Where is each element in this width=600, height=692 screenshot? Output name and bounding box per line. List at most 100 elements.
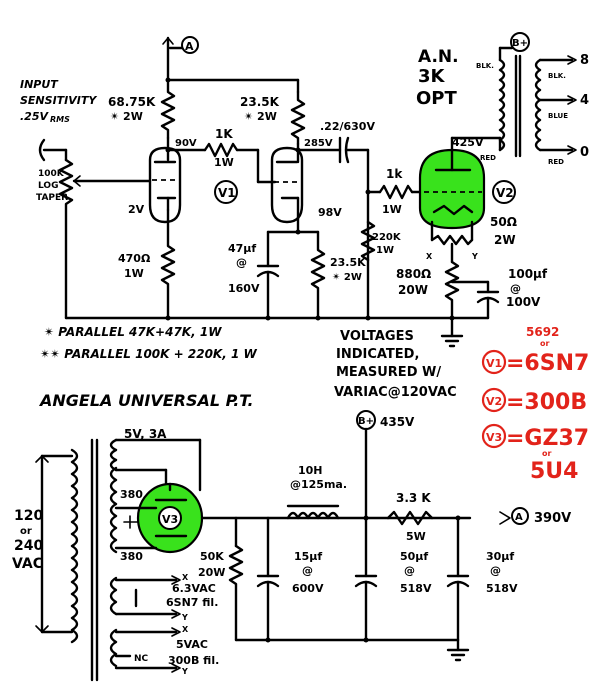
voltages-note-4: VARIAC@120VAC: [334, 385, 457, 400]
opt-tap-0: 0: [580, 145, 589, 160]
filament-windings: 6.3VAC 6SN7 fil. X Y 5VAC 300B fil. NC X…: [114, 573, 219, 676]
opt-tap-8: 8: [580, 53, 589, 68]
rectifier-heater-winding: 5V, 3A 380 380: [114, 427, 202, 563]
voltages-note-1: VOLTAGES: [340, 329, 414, 344]
tube-key-v1-tag: V1: [486, 357, 502, 370]
rectifier-winding-label: 5V, 3A: [124, 427, 167, 441]
opt-title-3: OPT: [416, 88, 457, 109]
node-a-label: A: [185, 40, 194, 53]
input-jack: INPUT SENSITIVITY .25V RMS 100K LOG TAPE…: [20, 78, 152, 320]
mains-input: 120 or 240 VAC: [12, 454, 74, 634]
plate-resistor-2: 23.5K ✴ 2W: [240, 90, 306, 146]
fil-y-2: Y: [181, 667, 188, 676]
tube-key-v1-or: or: [540, 339, 549, 348]
cap2-voltage: 518V: [400, 582, 432, 595]
dropping-resistor-power: 5W: [406, 530, 426, 543]
cap2-value: 50μf: [400, 550, 428, 563]
opt-bplus-label: B+: [512, 38, 528, 49]
v2-cathode-resistor-value: 880Ω: [396, 267, 431, 281]
cathode-resistor-1-value: 470Ω: [118, 252, 151, 265]
v2-cathode-cap-value: 100μf: [508, 267, 548, 281]
fil-63-label: 6.3VAC: [172, 582, 216, 595]
coupling-capacitor: 285V .22/630V: [295, 120, 375, 320]
v2-plate-wire: 425V: [450, 136, 502, 152]
bleeder-value: 50K: [200, 550, 224, 563]
cathode-resistor-2-note: ✴ 2W: [332, 272, 362, 283]
plate-resistor-1: 68.75K ✴ 2W: [108, 78, 176, 140]
bypass-cap-rating: 160V: [228, 282, 260, 295]
opt-wire-blk: BLK.: [476, 62, 494, 70]
plate-2-voltage: 285V: [304, 138, 333, 149]
opt-title-2: 3K: [418, 66, 446, 87]
tube-key-v1-alt: 5692: [526, 325, 559, 339]
volume-pot-value: 100K: [38, 169, 65, 179]
v2-label: V2: [496, 186, 514, 200]
v1-tube-left: [148, 146, 182, 224]
interstage-resistor-power: 1W: [214, 156, 234, 169]
bplus-node: B+ 435V: [356, 410, 415, 522]
fil-x-1: X: [182, 573, 189, 582]
opt-wire-red: RED: [480, 154, 496, 162]
sensitivity-unit: RMS: [50, 115, 70, 124]
mains-vac: VAC: [12, 556, 43, 572]
tube-key-v3-type: =GZ37: [506, 426, 589, 451]
mains-or: or: [20, 526, 32, 537]
v2-cathode-resistor-power: 20W: [398, 283, 428, 297]
v3-rectifier: V3: [114, 482, 472, 554]
cap3-value: 30μf: [486, 550, 514, 563]
tube-key-v3-or: or: [542, 449, 551, 458]
bypass-cap-value: 47μf: [228, 242, 256, 255]
hum-pot-power: 2W: [494, 233, 516, 247]
v2-cathode-network: X Y 50Ω 2W 880Ω 20W 100μf @ 100V: [396, 215, 548, 320]
output-transformer: B+ 8 4 0 BLK. RED BLK. BLUE RED: [476, 32, 589, 166]
plate-resistor-1-note: ✴ 2W: [110, 110, 143, 123]
v2-cathode-cap-at: @: [510, 282, 521, 295]
opt-title-1: A.N.: [418, 47, 459, 67]
node-a-top: A: [162, 36, 199, 82]
mains-120: 120: [14, 508, 43, 524]
grid-stopper-value: 1k: [386, 167, 403, 181]
volume-pot-taper-2: TAPER: [36, 193, 68, 203]
bypass-cap-at: @: [236, 256, 247, 269]
notes: ✴ PARALLEL 47K+47K, 1W ✴✴ PARALLEL 100K …: [40, 325, 457, 400]
v2-filament-y: Y: [471, 252, 478, 261]
sensitivity-label: SENSITIVITY: [20, 94, 97, 107]
ps-node-a: A: [515, 512, 523, 523]
v2-cathode-cap-rating: 100V: [506, 295, 541, 309]
dropping-resistor-value: 3.3 K: [396, 491, 431, 505]
choke-current: @125ma.: [290, 478, 347, 491]
cathode-2-network: 98V 47μf @ 160V 23.5K ✴ 2W: [228, 206, 366, 320]
tube-key-v3-tag: V3: [486, 431, 502, 444]
grid-leak-value: 220K: [372, 232, 402, 243]
grid-leak-power: 1W: [376, 245, 394, 256]
cathode-resistor-1: 2V 470Ω 1W: [118, 203, 176, 320]
opt-title: A.N. 3K OPT: [416, 47, 459, 109]
v2-grid-network: 1k 1W 220K 1W: [360, 167, 426, 262]
plate-resistor-2-value: 23.5K: [240, 95, 280, 109]
ps-bplus-label: B+: [358, 416, 374, 427]
power-transformer: [70, 438, 118, 682]
cathode-2-voltage: 98V: [318, 206, 342, 219]
tube-key-v1-type: =6SN7: [506, 351, 589, 376]
opt-sec-blue: BLUE: [548, 112, 568, 120]
opt-sec-blk: BLK.: [548, 72, 566, 80]
v2-plate-voltage: 425V: [452, 136, 484, 149]
sensitivity-value: .25V: [20, 110, 49, 123]
mains-240: 240: [14, 538, 43, 554]
cap1-voltage: 600V: [292, 582, 324, 595]
fil-63-use: 6SN7 fil.: [166, 596, 218, 609]
cathode-1-voltage: 2V: [128, 203, 145, 216]
plate-resistor-1-value: 68.75K: [108, 95, 156, 109]
opt-tap-4: 4: [580, 93, 589, 108]
interstage-resistor: 90V 1K 1W: [165, 127, 277, 184]
cap1-value: 15μf: [294, 550, 322, 563]
v2-filament-x: X: [426, 252, 433, 261]
v3-label: V3: [162, 513, 178, 526]
coupling-cap-value: .22/630V: [320, 120, 375, 133]
cap3-voltage: 518V: [486, 582, 518, 595]
choke-value: 10H: [298, 464, 323, 477]
input-label: INPUT: [20, 78, 59, 91]
fil-x-2: X: [182, 625, 189, 634]
note-1: ✴ PARALLEL 47K+47K, 1W: [44, 325, 222, 339]
